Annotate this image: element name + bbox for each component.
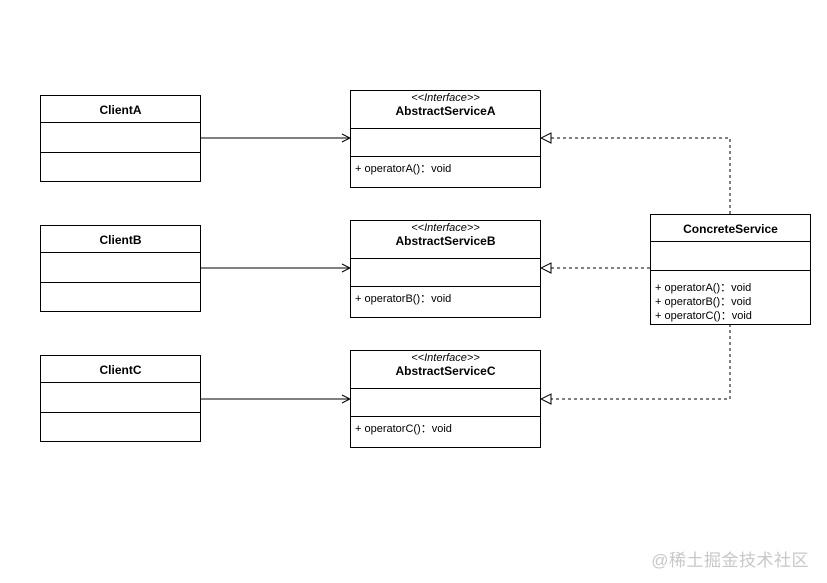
realization-to-serviceC: [541, 324, 731, 399]
operation: + operatorA()：void: [355, 163, 452, 175]
attributes-section: [41, 383, 200, 413]
operation: + operatorA()：void: [655, 282, 752, 294]
stereotype-label: <<Interface>>: [411, 92, 480, 104]
operation: + operatorC()：void: [655, 310, 752, 322]
operation: + operatorB()：void: [655, 296, 752, 308]
class-name: ConcreteService: [683, 222, 778, 236]
class-name: ClientB: [99, 233, 142, 247]
attributes-section: [41, 253, 200, 283]
attributes-section: [351, 129, 540, 157]
stereotype-label: <<Interface>>: [411, 352, 480, 364]
class-clientc[interactable]: ClientC: [40, 355, 201, 442]
interface-abstractserviceb[interactable]: <<Interface>> AbstractServiceB + operato…: [350, 220, 541, 318]
class-concreteservice[interactable]: ConcreteService + operatorA()：void + ope…: [650, 214, 811, 325]
attributes-section: [41, 123, 200, 153]
watermark: @稀土掘金技术社区: [651, 551, 809, 570]
attributes-section: [651, 242, 810, 271]
class-name: ClientC: [99, 363, 142, 377]
realization-to-serviceA: [541, 138, 731, 214]
interface-abstractservicea[interactable]: <<Interface>> AbstractServiceA + operato…: [350, 90, 541, 188]
operation: + operatorB()：void: [355, 293, 452, 305]
class-clienta[interactable]: ClientA: [40, 95, 201, 182]
attributes-section: [351, 259, 540, 287]
stereotype-label: <<Interface>>: [411, 222, 480, 234]
attributes-section: [351, 389, 540, 417]
class-name: ClientA: [99, 103, 142, 117]
interface-name: AbstractServiceC: [395, 364, 496, 378]
interface-name: AbstractServiceB: [395, 234, 496, 248]
operation: + operatorC()：void: [355, 423, 452, 435]
interface-abstractservicec[interactable]: <<Interface>> AbstractServiceC + operato…: [350, 350, 541, 448]
interface-name: AbstractServiceA: [395, 104, 496, 118]
class-clientb[interactable]: ClientB: [40, 225, 201, 312]
